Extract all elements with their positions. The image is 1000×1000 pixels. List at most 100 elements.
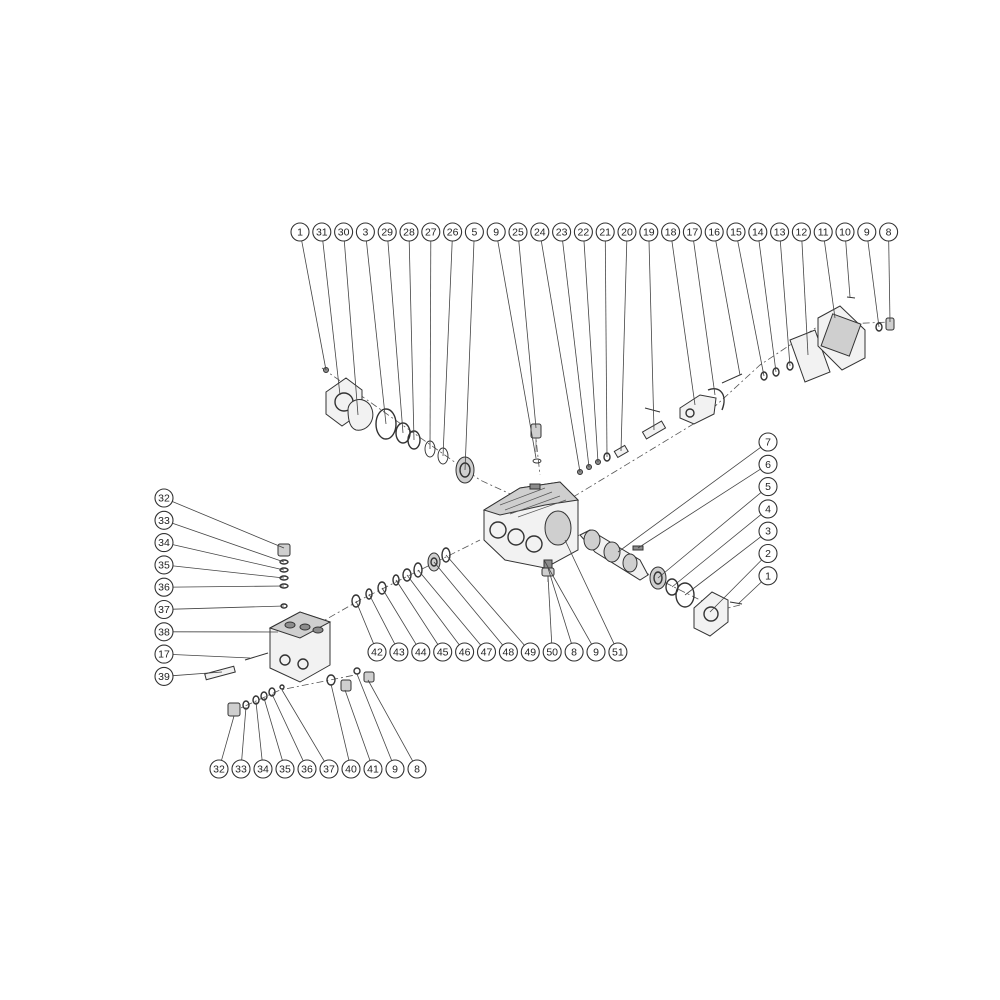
callout-top_row-19: 19 [639, 222, 659, 242]
callout-left_column-35: 35 [154, 555, 174, 575]
callout-circle [154, 533, 174, 553]
callout-top_row-8: 8 [879, 222, 899, 242]
callout-top_row-22: 22 [573, 222, 593, 242]
leader-top_row-11 [540, 240, 581, 473]
callout-number: 16 [708, 227, 720, 239]
callout-number: 36 [158, 582, 170, 594]
callout-circle [209, 759, 229, 779]
callout-circle [363, 759, 383, 779]
callout-number: 35 [279, 764, 291, 776]
callout-circle [608, 642, 628, 662]
seat-36b [268, 687, 276, 697]
callout-circle [389, 642, 409, 662]
leader-top_row-1 [322, 240, 341, 396]
leader-top_row-2 [343, 240, 359, 416]
callout-bottom_row-32: 32 [209, 759, 229, 779]
callout-circle [758, 499, 778, 519]
callout-number: 13 [774, 227, 786, 239]
seal-43 [365, 588, 373, 600]
leader-top_row-15 [620, 240, 628, 452]
callout-right_column-4: 4 [758, 499, 778, 519]
callout-number: 9 [593, 647, 599, 659]
callout-circle [154, 622, 174, 642]
callout-middle_row-9: 9 [586, 642, 606, 662]
leader-bottom_row-3 [263, 697, 283, 761]
callout-circle [758, 477, 778, 497]
leader-top_row-3 [366, 240, 387, 425]
callout-circle [791, 222, 811, 242]
callout-bottom_row-34: 34 [253, 759, 273, 779]
ring-34 [279, 567, 289, 573]
callout-circle [813, 222, 833, 242]
crankcase-bore-2 [507, 528, 525, 546]
callout-middle_row-48: 48 [498, 642, 518, 662]
callout-number: 37 [323, 764, 335, 776]
flange-2 [693, 591, 729, 637]
oring-9c [353, 667, 361, 675]
callout-middle_row-44: 44 [411, 642, 431, 662]
callout-circle [835, 222, 855, 242]
callout-top_row-25: 25 [508, 222, 528, 242]
callout-number: 22 [578, 227, 590, 239]
callout-circle [275, 759, 295, 779]
leader-bottom_row-4 [271, 693, 304, 761]
leader-middle_row-5 [417, 569, 482, 646]
callout-circle [411, 642, 431, 662]
callout-circle [758, 454, 778, 474]
leader-top_row-25 [845, 240, 851, 298]
callout-number: 47 [481, 647, 493, 659]
callout-top_row-1: 1 [290, 222, 310, 242]
callout-circle [253, 759, 273, 779]
callout-circle [486, 222, 506, 242]
leader-top_row-5 [408, 240, 415, 441]
leader-right_column-0 [617, 446, 761, 553]
callout-circle [297, 759, 317, 779]
leader-middle_row-7 [445, 554, 525, 646]
callout-circle [407, 759, 427, 779]
axis-outlet [231, 674, 356, 713]
callout-circle [385, 759, 405, 779]
callout-circle [154, 488, 174, 508]
callout-number: 29 [381, 227, 393, 239]
callout-number: 24 [534, 227, 546, 239]
callout-middle_row-45: 45 [433, 642, 453, 662]
ring-40 [326, 674, 336, 686]
leader-middle_row-6 [433, 561, 504, 646]
callout-right_column-7: 7 [758, 432, 778, 452]
callout-circle [355, 222, 375, 242]
callout-number: 1 [297, 227, 303, 239]
rear-cover-group [323, 367, 475, 484]
callout-middle_row-50: 50 [542, 642, 562, 662]
leader-bottom_row-0 [221, 715, 235, 761]
callout-number: 8 [414, 764, 420, 776]
callout-circle [726, 222, 746, 242]
callout-number: 5 [471, 227, 477, 239]
callout-top_row-16: 16 [704, 222, 724, 242]
callout-circle [758, 566, 778, 586]
leader-left_column-0 [172, 501, 285, 549]
callout-number: 4 [765, 503, 771, 515]
leader-left_column-7 [172, 654, 251, 659]
callout-left_column-39: 39 [154, 666, 174, 686]
callout-right_column-6: 6 [758, 454, 778, 474]
callout-circle [639, 222, 659, 242]
gasket-30 [347, 399, 374, 431]
bolt-17b [244, 652, 269, 661]
callout-circle [443, 222, 463, 242]
ring-47 [413, 562, 423, 578]
callout-number: 9 [392, 764, 398, 776]
crankshaft-group [579, 529, 743, 637]
callout-number: 43 [393, 647, 405, 659]
callout-left_column-38: 38 [154, 622, 174, 642]
callout-number: 15 [730, 227, 742, 239]
callout-top_row-28: 28 [399, 222, 419, 242]
ring-42 [351, 594, 361, 608]
pin-19b [644, 407, 661, 413]
callout-circle [334, 222, 354, 242]
callout-circle [312, 222, 332, 242]
crankcase [482, 481, 580, 569]
leader-top_row-23 [801, 240, 809, 356]
callout-middle_row-49: 49 [520, 642, 540, 662]
